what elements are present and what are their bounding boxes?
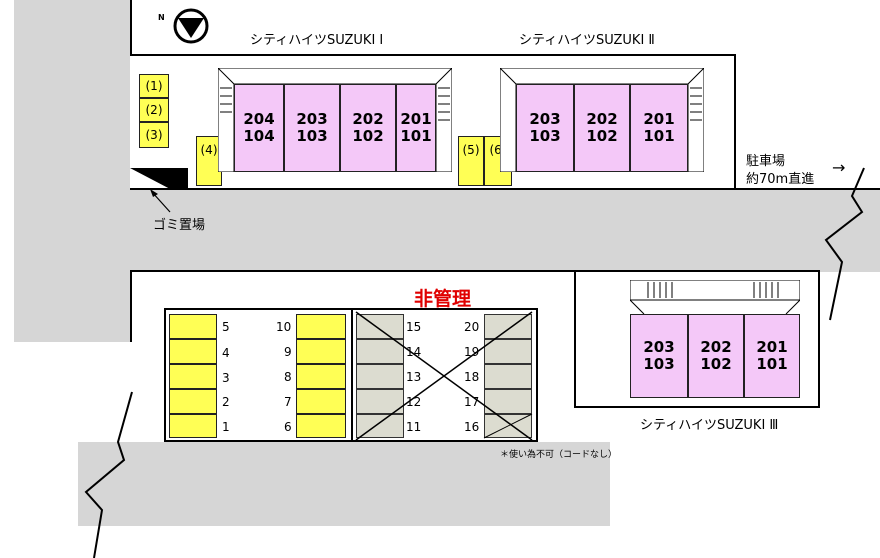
slot-label-1: 1 [222, 420, 230, 434]
parking-lot-divider [351, 308, 353, 442]
slot-label-3: 3 [222, 371, 230, 385]
unmanaged-label: 非管理 [414, 288, 472, 310]
compass-north-icon: N [158, 8, 214, 44]
road-edge-top [130, 0, 132, 54]
road-left-vertical [14, 0, 130, 342]
building-2-stairs [500, 68, 704, 172]
parking-slot-18 [484, 364, 532, 389]
building-3-name: シティハイツSUZUKI Ⅲ [640, 418, 779, 433]
parking-slot-13 [356, 364, 404, 389]
slot-label-2: 2 [222, 395, 230, 409]
slot-label-9: 9 [284, 345, 292, 359]
parking-slot-10 [296, 314, 346, 339]
slot-label-7: 7 [284, 395, 292, 409]
slot-label-20: 20 [464, 320, 480, 334]
parking-slot-4 [169, 339, 217, 364]
slot-label-8: 8 [284, 370, 292, 384]
slot-label-14: 14 [406, 345, 422, 359]
parking-slot-19 [484, 339, 532, 364]
parking-slot-14 [356, 339, 404, 364]
building-1-name: シティハイツSUZUKI Ⅰ [250, 33, 384, 48]
parking-spot-5: (5) [458, 136, 484, 186]
parking-slot-17 [484, 389, 532, 414]
parking-slot-2 [169, 389, 217, 414]
parking-spot-1: (1) [139, 74, 169, 98]
slot-label-13: 13 [406, 370, 422, 384]
slot-16-note: ＊使い為不可（コードなし） [500, 450, 618, 460]
slot-label-6: 6 [284, 420, 292, 434]
arrow-right-icon: → [832, 158, 846, 177]
slot-label-11: 11 [406, 420, 422, 434]
road-edge-line-top [130, 188, 880, 190]
road-top-horizontal [130, 190, 880, 272]
parking-direction-line2: 約70m直進 [746, 172, 815, 187]
parking-direction-line1: 駐車場 [746, 154, 786, 169]
road-edge-vert-mid [130, 270, 132, 342]
building-3-stairs [630, 280, 800, 315]
slot-label-16: 16 [464, 420, 480, 434]
slot-label-15: 15 [406, 320, 422, 334]
parking-slot-6 [296, 414, 346, 438]
parking-slot-12 [356, 389, 404, 414]
road-bottom-horizontal [78, 442, 610, 526]
parking-slot-3 [169, 364, 217, 389]
parking-spot-2: (2) [139, 98, 169, 122]
parking-slot-7 [296, 389, 346, 414]
road-edge-line-mid [130, 270, 576, 272]
parking-slot-5 [169, 314, 217, 339]
parking-slot-9 [296, 339, 346, 364]
parking-slot-1 [169, 414, 217, 438]
parking-spot-3: (3) [139, 122, 169, 148]
garbage-label: ゴミ置場 [153, 218, 206, 233]
slot-label-12: 12 [406, 395, 422, 409]
north-label: N [158, 13, 165, 22]
building-2-name: シティハイツSUZUKI Ⅱ [519, 33, 655, 48]
building-1-stairs [218, 68, 452, 172]
slot-label-18: 18 [464, 370, 480, 384]
slot-label-5: 5 [222, 320, 230, 334]
slot-label-19: 19 [464, 345, 480, 359]
slot-label-4: 4 [222, 346, 230, 360]
parking-slot-8 [296, 364, 346, 389]
slot-label-10: 10 [276, 320, 292, 334]
